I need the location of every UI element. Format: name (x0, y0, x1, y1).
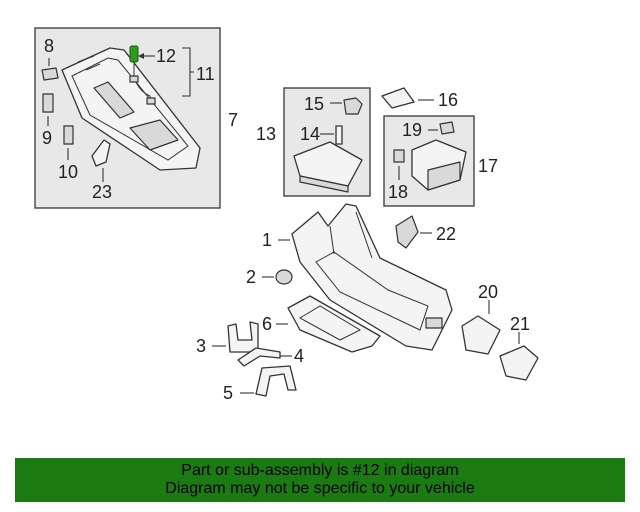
banner-line-1: Part or sub-assembly is #12 in diagram (181, 462, 459, 479)
callout-19: 19 (402, 120, 422, 140)
part-9[interactable] (42, 93, 54, 113)
callout-5: 5 (223, 383, 233, 403)
part-14[interactable] (335, 125, 343, 145)
callout-18: 18 (388, 182, 408, 202)
callout-22: 22 (436, 224, 456, 244)
callout-14: 14 (300, 124, 320, 144)
callout-12: 12 (156, 46, 176, 66)
part-22[interactable] (395, 215, 419, 249)
part-6-tray[interactable] (287, 295, 381, 353)
part-19[interactable] (439, 121, 455, 135)
console-panel[interactable] (61, 47, 201, 171)
callout-16: 16 (438, 90, 458, 110)
console-box-13[interactable] (293, 141, 363, 193)
callout-8: 8 (44, 36, 54, 56)
callout-2: 2 (246, 267, 256, 287)
callout-9: 9 (42, 128, 52, 148)
console-box-17[interactable] (411, 139, 467, 191)
part-5-bracket[interactable] (255, 365, 297, 397)
callout-15: 15 (304, 94, 324, 114)
part-2[interactable] (275, 269, 293, 285)
part-16[interactable] (381, 87, 415, 109)
callout-7: 7 (228, 110, 238, 130)
part-20[interactable] (461, 315, 501, 355)
part-3-bracket[interactable] (227, 321, 259, 353)
part-4-bracket[interactable] (237, 347, 281, 367)
callout-20: 20 (478, 282, 498, 302)
info-banner: Part or sub-assembly is #12 in diagram D… (15, 458, 625, 502)
callout-3: 3 (196, 336, 206, 356)
callout-21: 21 (510, 314, 530, 334)
part-18[interactable] (393, 149, 405, 163)
callout-10: 10 (58, 162, 78, 182)
callout-1: 1 (262, 230, 272, 250)
part-15[interactable] (343, 97, 363, 115)
callout-11: 11 (196, 64, 215, 84)
banner-line-2: Diagram may not be specific to your vehi… (165, 480, 475, 497)
part-23[interactable] (91, 139, 111, 167)
part-10[interactable] (63, 125, 74, 145)
part-8[interactable] (41, 67, 59, 81)
part-12-switch[interactable] (129, 45, 139, 63)
callout-4: 4 (294, 346, 304, 366)
main-console-body[interactable] (291, 203, 453, 351)
part-21[interactable] (499, 345, 539, 381)
callout-13: 13 (256, 124, 276, 144)
part-11-harness[interactable] (129, 64, 156, 105)
callout-17: 17 (478, 156, 498, 176)
callout-23: 23 (92, 182, 112, 202)
callout-6: 6 (262, 314, 272, 334)
